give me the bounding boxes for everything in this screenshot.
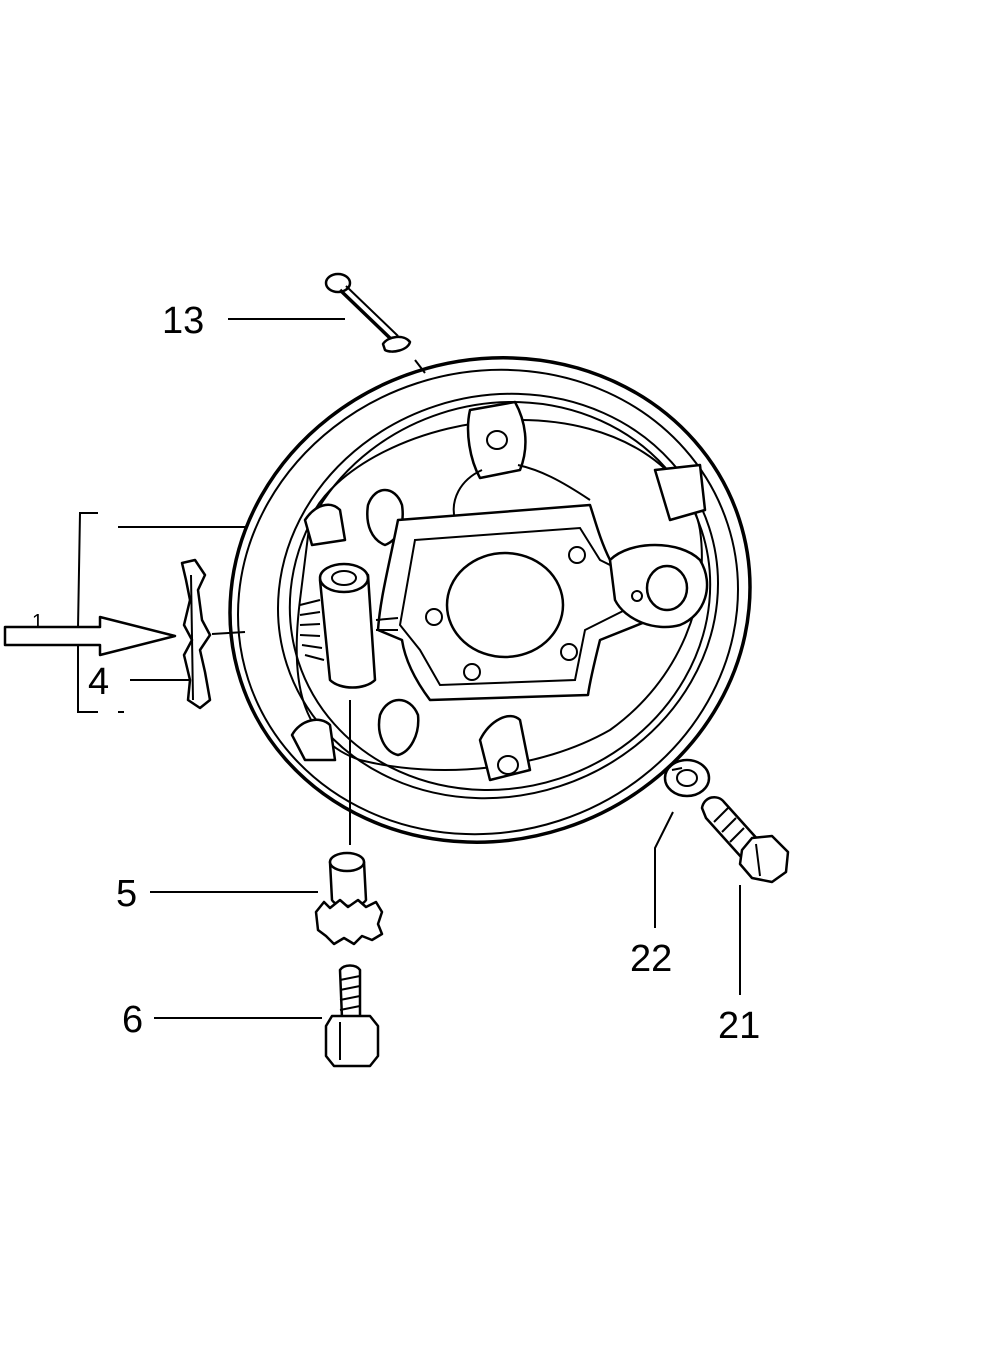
lock-washer (663, 758, 711, 798)
callout-21: 21 (718, 1005, 760, 1047)
adjuster-teeth (299, 599, 399, 661)
callout-6: 6 (122, 999, 143, 1041)
adjuster-wheel (314, 851, 384, 946)
direction-arrow (3, 615, 177, 657)
callout-1: 1 (32, 611, 43, 633)
backing-plate (228, 356, 752, 844)
hex-bolt (700, 795, 790, 884)
adjuster-bolt (324, 964, 380, 1068)
hold-down-pin (324, 272, 426, 374)
callout-5: 5 (116, 873, 137, 915)
callout-22: 22 (630, 938, 672, 980)
callout-4: 4 (88, 661, 109, 703)
leader-22 (654, 811, 674, 928)
spring-clip (180, 558, 246, 710)
callout-13: 13 (162, 300, 204, 342)
